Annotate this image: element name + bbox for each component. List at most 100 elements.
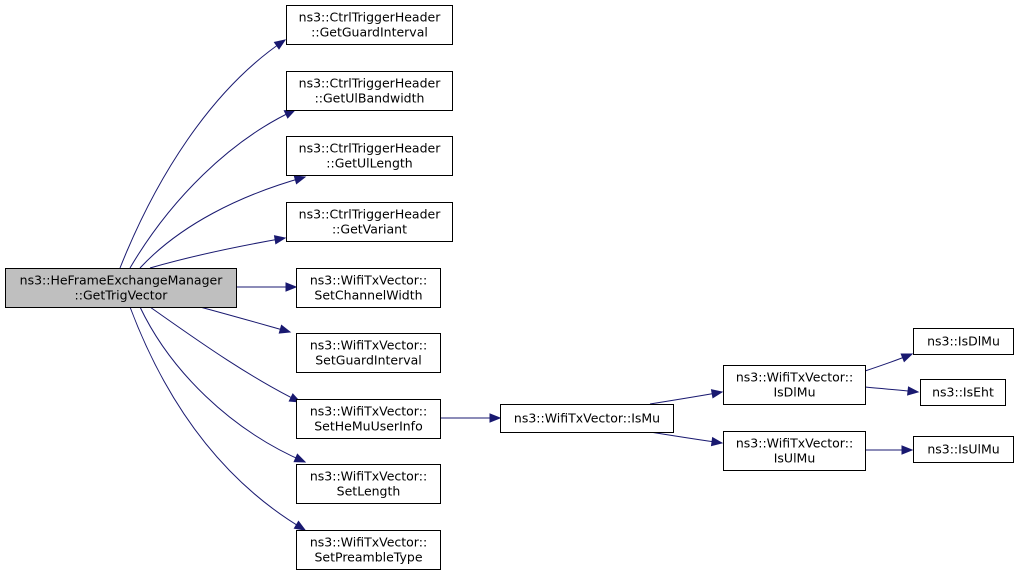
edge-line xyxy=(139,306,306,463)
node-label-line: IsDlMu xyxy=(773,385,815,400)
edge-root-to-set-guard-interval xyxy=(199,306,292,334)
node-is-ul-mu[interactable]: ns3::IsUlMu xyxy=(913,436,1014,463)
arrow-head-icon xyxy=(901,445,914,455)
edge-root-to-get-ul-bandwidth xyxy=(129,109,297,269)
node-label-line: ns3::IsUlMu xyxy=(927,442,999,457)
node-set-length[interactable]: ns3::WifiTxVector::SetLength xyxy=(296,464,441,504)
edge-line xyxy=(649,391,723,405)
node-is-eht[interactable]: ns3::IsEht xyxy=(920,379,1006,406)
edge-is-mu-to-tx-is-dl-mu xyxy=(649,389,724,405)
node-label-line: IsUlMu xyxy=(774,451,816,466)
node-box xyxy=(500,404,674,433)
call-graph-nodes: ns3::HeFrameExchangeManager::GetTrigVect… xyxy=(5,5,1014,570)
arrow-head-icon xyxy=(285,282,298,292)
node-label-line: ns3::WifiTxVector:: xyxy=(310,273,427,288)
call-graph-edges xyxy=(119,39,920,531)
node-label-line: ns3::CtrlTriggerHeader xyxy=(299,141,442,156)
edge-set-he-mu-user-info-to-is-mu xyxy=(440,413,502,423)
node-box xyxy=(296,464,441,504)
edge-root-to-get-variant xyxy=(149,235,287,269)
node-box xyxy=(286,202,453,242)
edge-tx-is-dl-mu-to-is-dl-mu xyxy=(864,353,914,372)
node-label-line: ns3::IsEht xyxy=(932,385,994,400)
arrow-head-icon xyxy=(273,39,287,50)
node-box xyxy=(296,530,441,570)
node-root[interactable]: ns3::HeFrameExchangeManager::GetTrigVect… xyxy=(5,268,237,308)
node-set-he-mu-user-info[interactable]: ns3::WifiTxVector::SetHeMuUserInfo xyxy=(296,399,441,439)
arrow-head-icon xyxy=(278,324,292,334)
edge-line xyxy=(199,306,291,333)
node-box xyxy=(296,333,441,373)
node-box xyxy=(286,71,453,111)
node-label-line: ::GetUlLength xyxy=(326,156,412,171)
node-label-line: ns3::WifiTxVector:: xyxy=(736,436,853,451)
node-label-line: SetChannelWidth xyxy=(314,288,422,303)
node-box xyxy=(296,399,441,439)
edge-line xyxy=(149,237,286,269)
arrow-head-icon xyxy=(273,235,287,245)
arrow-head-icon xyxy=(907,386,920,396)
node-label-line: ns3::WifiTxVector:: xyxy=(310,404,427,419)
node-label-line: ns3::WifiTxVector:: xyxy=(310,469,427,484)
node-label-line: ns3::HeFrameExchangeManager xyxy=(20,273,224,288)
node-label-line: ns3::CtrlTriggerHeader xyxy=(299,76,442,91)
edge-is-mu-to-tx-is-ul-mu xyxy=(649,431,724,447)
node-box xyxy=(913,436,1014,463)
node-set-channel-width[interactable]: ns3::WifiTxVector::SetChannelWidth xyxy=(296,268,441,308)
edge-root-to-set-channel-width xyxy=(236,282,298,292)
node-get-guard-interval[interactable]: ns3::CtrlTriggerHeader::GetGuardInterval xyxy=(286,5,453,45)
node-label-line: SetGuardInterval xyxy=(315,353,422,368)
node-is-dl-mu[interactable]: ns3::IsDlMu xyxy=(913,328,1014,355)
edge-root-to-get-guard-interval xyxy=(119,39,287,269)
node-box xyxy=(920,379,1006,406)
node-label-line: ns3::WifiTxVector:: xyxy=(310,338,427,353)
node-box xyxy=(723,365,866,405)
edge-root-to-get-ul-length xyxy=(139,175,307,269)
edge-line xyxy=(129,306,306,531)
node-box xyxy=(5,268,237,308)
node-label-line: SetHeMuUserInfo xyxy=(314,419,422,434)
edge-tx-is-ul-mu-to-is-ul-mu xyxy=(865,445,914,455)
node-box xyxy=(296,268,441,308)
node-set-preamble-type[interactable]: ns3::WifiTxVector::SetPreambleType xyxy=(296,530,441,570)
node-label-line: ns3::CtrlTriggerHeader xyxy=(299,10,442,25)
node-box xyxy=(286,136,453,176)
arrow-head-icon xyxy=(283,109,297,119)
node-box xyxy=(723,431,866,471)
node-label-line: ns3::IsDlMu xyxy=(927,334,1000,349)
arrow-head-icon xyxy=(293,453,307,463)
arrow-head-icon xyxy=(710,436,724,447)
node-label-line: SetLength xyxy=(337,484,401,499)
edge-root-to-set-he-mu-user-info xyxy=(149,306,302,403)
node-label-line: ns3::CtrlTriggerHeader xyxy=(299,207,442,222)
node-tx-is-ul-mu[interactable]: ns3::WifiTxVector::IsUlMu xyxy=(723,431,866,471)
node-box xyxy=(286,5,453,45)
edge-tx-is-dl-mu-to-is-eht xyxy=(864,386,920,396)
arrow-head-icon xyxy=(489,413,502,423)
node-is-mu[interactable]: ns3::WifiTxVector::IsMu xyxy=(500,404,674,433)
edge-line xyxy=(139,176,306,269)
edge-line xyxy=(149,306,301,403)
node-tx-is-dl-mu[interactable]: ns3::WifiTxVector::IsDlMu xyxy=(723,365,866,405)
edge-line xyxy=(129,109,296,269)
edge-root-to-set-preamble-type xyxy=(129,306,307,531)
node-get-variant[interactable]: ns3::CtrlTriggerHeader::GetVariant xyxy=(286,202,453,242)
node-get-ul-bandwidth[interactable]: ns3::CtrlTriggerHeader::GetUlBandwidth xyxy=(286,71,453,111)
arrow-head-icon xyxy=(900,353,914,363)
node-label-line: ::GetTrigVector xyxy=(75,288,169,303)
node-label-line: ns3::WifiTxVector:: xyxy=(736,370,853,385)
node-label-line: ns3::WifiTxVector::IsMu xyxy=(514,411,660,426)
edge-line xyxy=(649,431,723,444)
arrow-head-icon xyxy=(293,520,307,531)
node-label-line: ns3::WifiTxVector:: xyxy=(310,535,427,550)
node-set-guard-interval[interactable]: ns3::WifiTxVector::SetGuardInterval xyxy=(296,333,441,373)
arrow-head-icon xyxy=(710,389,724,399)
node-box xyxy=(913,328,1014,355)
node-label-line: SetPreambleType xyxy=(314,550,422,565)
node-get-ul-length[interactable]: ns3::CtrlTriggerHeader::GetUlLength xyxy=(286,136,453,176)
node-label-line: ::GetUlBandwidth xyxy=(315,91,425,106)
node-label-line: ::GetGuardInterval xyxy=(311,25,428,40)
edge-root-to-set-length xyxy=(139,306,307,463)
arrow-head-icon xyxy=(293,175,307,185)
